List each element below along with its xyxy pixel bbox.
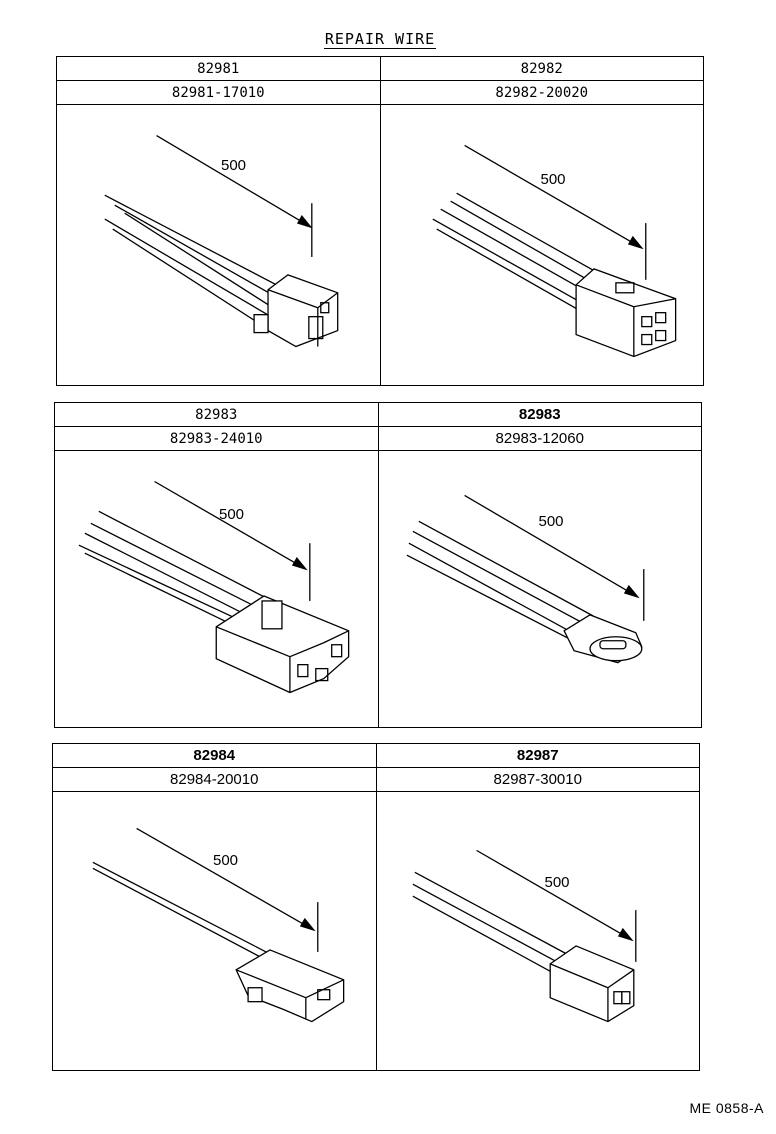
length-label: 500 [540,171,566,188]
length-label: 500 [544,874,570,891]
connector-drawing: 500 [57,105,380,385]
page-title: REPAIR WIRE [323,30,437,49]
length-label: 500 [221,157,247,174]
part-cell-82983: 82983 82983-24010 [55,403,378,727]
connector-drawing: 500 [379,451,702,727]
wire-harness-connector-diagram [78,480,350,694]
connector-drawing: 500 [55,451,378,727]
part-number: 82981-17010 [57,81,380,105]
parts-block-3: 82984 82984-20010 500 82987 82987-30010 [52,743,700,1071]
part-number: 82987-30010 [376,768,699,792]
wire-harness-connector-diagram [412,849,636,1023]
part-cell-82981: 82981 82981-17010 500 [57,57,380,385]
part-number: 82983-24010 [55,427,378,451]
wire-harness-connector-diagram [92,827,345,1023]
length-label: 500 [213,852,239,869]
part-cell-82984: 82984 82984-20010 500 [53,744,376,1070]
part-number: 82984-20010 [53,768,376,792]
part-number: 82982-20020 [380,81,703,105]
part-number: 82983-12060 [378,427,701,451]
length-label: 500 [219,506,245,523]
part-code: 82982 [380,57,703,81]
parts-block-1: 82981 82981-17010 500 [56,56,704,386]
part-code: 82983 [378,403,701,427]
part-code: 82981 [57,57,380,81]
part-cell-82983-b: 82983 82983-12060 500 [377,403,702,727]
part-code: 82984 [53,744,376,768]
connector-drawing: 500 [53,792,376,1070]
wire-harness-connector-diagram [104,134,339,348]
part-code: 82983 [55,403,378,427]
document-code: ME 0858-A [689,1100,764,1116]
parts-block-2: 82983 82983-24010 [54,402,702,728]
connector-drawing: 500 [381,105,704,385]
wire-harness-connector-diagram [406,494,644,664]
part-code: 82987 [376,744,699,768]
connector-drawing: 500 [377,792,700,1070]
part-cell-82982: 82982 82982-20020 [379,57,704,385]
length-label: 500 [538,513,564,530]
part-cell-82987: 82987 82987-30010 500 [375,744,700,1070]
wire-harness-connector-diagram [431,144,676,358]
